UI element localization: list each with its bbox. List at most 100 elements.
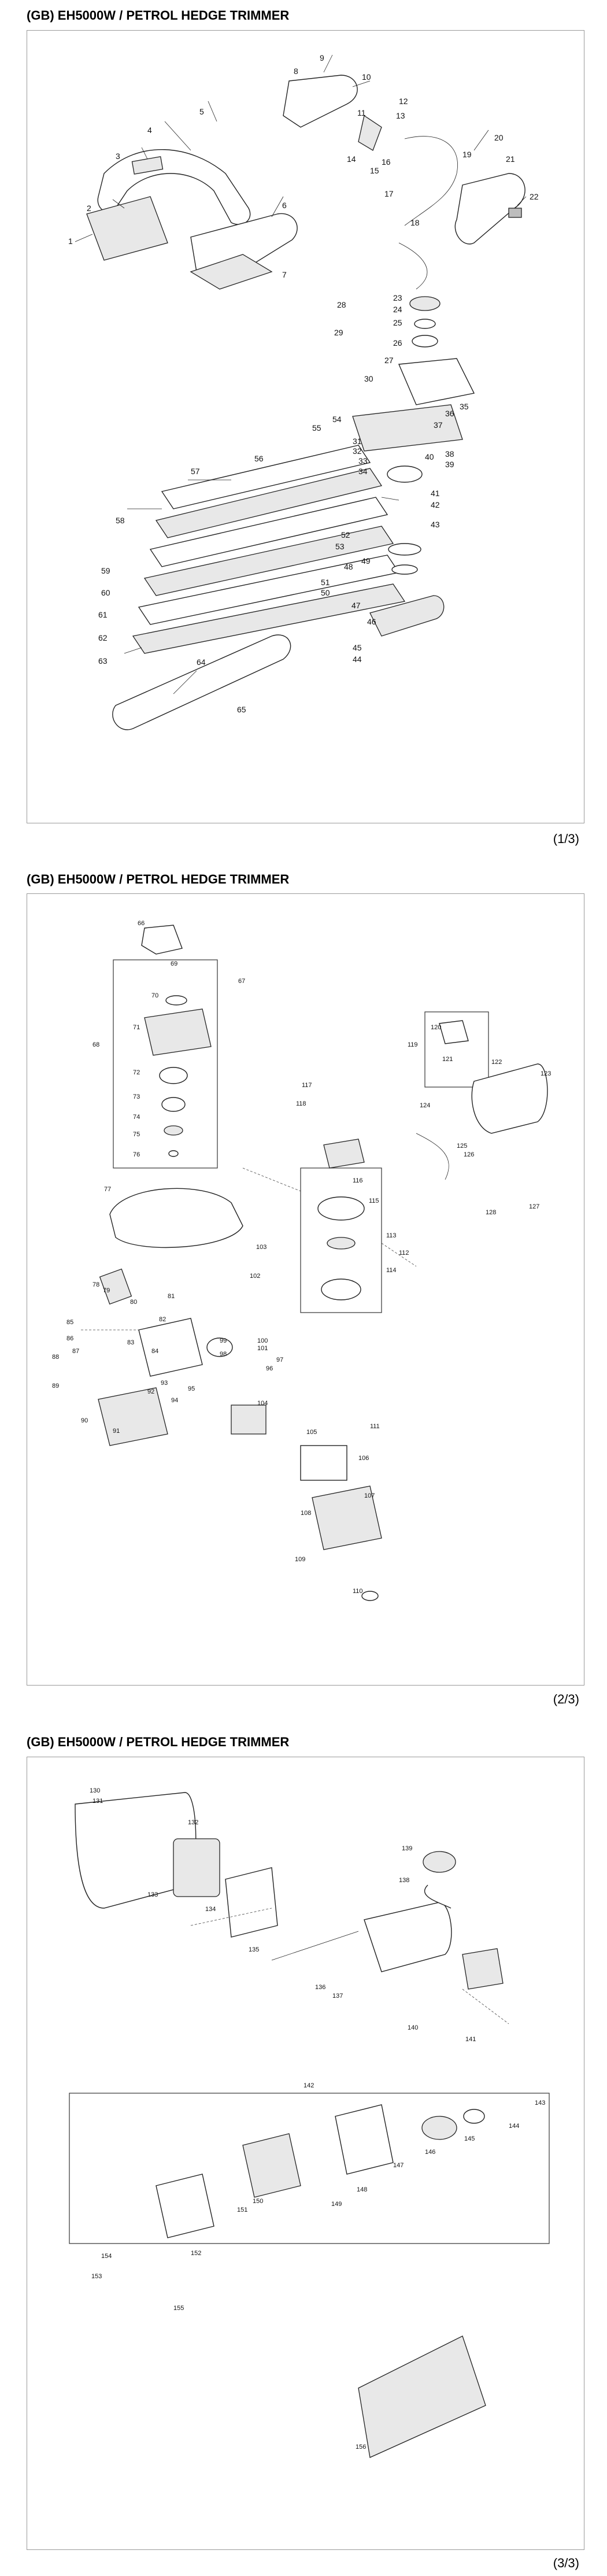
- part-label: 3: [116, 151, 120, 161]
- part-label: 130: [90, 1787, 100, 1794]
- part-label: 126: [464, 1151, 474, 1158]
- part-label: 65: [237, 705, 246, 714]
- part-label: 55: [312, 423, 321, 433]
- air-filter-cover: [312, 1485, 382, 1550]
- spark-cap: [141, 925, 183, 955]
- part-label: 145: [464, 2135, 475, 2142]
- fuel-hose: [416, 1133, 449, 1180]
- part-label: 44: [353, 655, 362, 664]
- part-label: 30: [364, 374, 373, 383]
- crankcase: [98, 1387, 168, 1446]
- part-label: 76: [133, 1151, 140, 1158]
- gear-cap: [409, 296, 441, 311]
- part-label: 16: [382, 157, 391, 167]
- part-label: 23: [393, 293, 402, 302]
- sheet-1-title: (GB) EH5000W / PETROL HEDGE TRIMMER: [27, 8, 290, 23]
- part-label: 114: [386, 1267, 397, 1274]
- part-label: 46: [367, 617, 376, 626]
- part-label: 33: [358, 456, 368, 465]
- sheet-2-frame: [27, 893, 584, 1686]
- sheet-2-title: (GB) EH5000W / PETROL HEDGE TRIMMER: [27, 872, 290, 886]
- part-label: 88: [52, 1354, 59, 1361]
- part-label: 82: [159, 1316, 166, 1323]
- part-label: 54: [332, 415, 342, 424]
- clutch-hub: [321, 1278, 361, 1300]
- part-label: 35: [460, 402, 469, 411]
- gear-wheel: [412, 335, 438, 348]
- filter-plate: [225, 1867, 278, 1938]
- stop-wire: [398, 242, 428, 290]
- part-label: 100: [257, 1337, 268, 1344]
- part-label: 99: [220, 1337, 227, 1344]
- fuel-cap-box: [424, 1011, 489, 1088]
- part-label: 135: [249, 1946, 259, 1953]
- sheet-2-parts: [81, 925, 548, 1601]
- part-label: 13: [396, 111, 405, 120]
- carburettor-body: [156, 2174, 214, 2238]
- cylinder: [138, 1318, 203, 1377]
- part-label: 139: [402, 1845, 412, 1852]
- diaphragm-plate: [242, 2133, 301, 2198]
- part-label: 28: [337, 300, 346, 309]
- part-label: 95: [188, 1385, 195, 1392]
- starter-handle: [165, 995, 187, 1006]
- part-label: 25: [393, 318, 402, 327]
- ratchet: [164, 1125, 183, 1136]
- flywheel: [317, 1196, 365, 1221]
- part-label: 24: [393, 305, 402, 314]
- lower-housing: [369, 595, 445, 637]
- part-label: 118: [296, 1100, 306, 1107]
- part-label: 32: [353, 446, 362, 456]
- switch-button: [508, 208, 522, 218]
- part-label: 60: [101, 588, 110, 597]
- part-label: 31: [353, 437, 362, 446]
- part-label: 38: [445, 449, 454, 459]
- part-label: 97: [276, 1357, 283, 1363]
- part-label: 128: [486, 1209, 496, 1216]
- part-label: 102: [250, 1273, 260, 1280]
- part-label: 144: [509, 2123, 519, 2130]
- part-label: 127: [529, 1203, 539, 1210]
- air-cleaner-housing: [75, 1792, 197, 1909]
- part-label: 154: [101, 2253, 112, 2260]
- part-label: 45: [353, 643, 362, 652]
- part-label: 53: [335, 542, 345, 551]
- part-label: 17: [384, 189, 394, 198]
- part-label: 1: [68, 236, 73, 246]
- part-label: 59: [101, 566, 110, 575]
- part-label: 34: [358, 467, 368, 476]
- part-label: 74: [133, 1114, 140, 1121]
- throttle-cable: [404, 136, 458, 226]
- part-label: 63: [98, 656, 108, 666]
- part-label: 90: [81, 1417, 88, 1424]
- sheet-1-labels: 1 2 3 4 5 6 7 8 9 10 11 12 13 14 15 16 1…: [68, 53, 539, 714]
- part-label: 26: [393, 338, 402, 348]
- part-label: 72: [133, 1069, 140, 1076]
- part-label: 10: [362, 72, 371, 82]
- bearing-ring: [414, 319, 436, 329]
- part-label: 5: [199, 107, 204, 116]
- part-label: 27: [384, 356, 394, 365]
- carburettor: [231, 1405, 267, 1435]
- part-label: 142: [304, 2082, 314, 2089]
- crank-washer: [391, 564, 418, 575]
- sheet-2-labels: 66 67 68 69 70 71 72 73 74 75 76 77 78 7…: [52, 920, 551, 1595]
- sheet-1-frame: [27, 30, 584, 823]
- part-label: 4: [147, 125, 152, 135]
- recoil-spring: [159, 1067, 188, 1084]
- part-label: 57: [191, 467, 200, 476]
- part-label: 37: [434, 420, 443, 430]
- part-label: 120: [431, 1024, 441, 1031]
- part-label: 115: [369, 1198, 379, 1204]
- sheet-3-title: (GB) EH5000W / PETROL HEDGE TRIMMER: [27, 1735, 290, 1749]
- washer-stack: [388, 543, 421, 556]
- pump-gasket: [421, 2116, 457, 2140]
- sheet-3-page-number: (3/3): [553, 2556, 579, 2570]
- part-label: 93: [161, 1380, 168, 1387]
- part-label: 143: [535, 2100, 545, 2106]
- part-label: 96: [266, 1365, 273, 1372]
- part-label: 50: [321, 588, 330, 597]
- part-label: 36: [445, 409, 454, 418]
- reel: [161, 1097, 186, 1112]
